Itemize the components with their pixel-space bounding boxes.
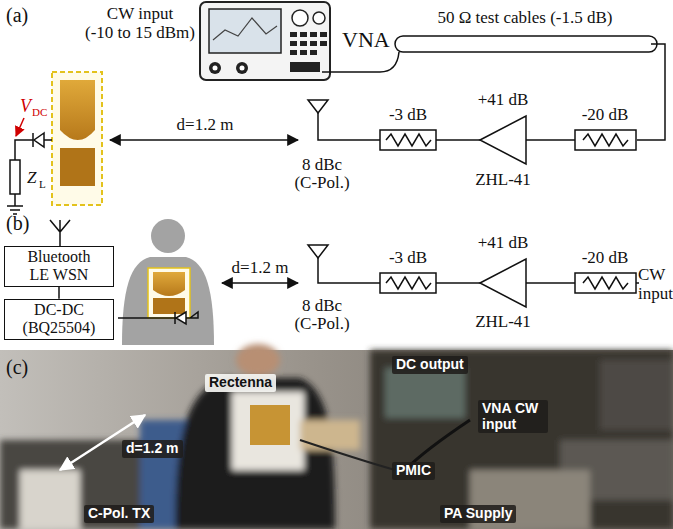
load-symbol: Z	[27, 168, 36, 187]
person-silhouette	[122, 219, 214, 345]
voltage-symbol: V	[20, 96, 31, 116]
rectenna-patch	[52, 72, 102, 205]
tx-chain	[308, 100, 636, 164]
input-label: CW input	[107, 4, 173, 23]
photo-callout: DC output	[392, 356, 468, 374]
amplifier-gain: +41 dB	[478, 90, 529, 109]
panel-letter: (b)	[6, 212, 29, 234]
attenuator-value: -20 dB	[582, 105, 629, 124]
lab-photo	[0, 344, 673, 529]
load-subscript: L	[39, 178, 46, 190]
photo-callout: PMIC	[392, 462, 435, 480]
attenuator-value: -20 dB	[582, 248, 629, 267]
distance-label: d=1.2 m	[177, 115, 234, 134]
distance-arrow	[222, 282, 298, 284]
panel-letter: (a)	[6, 4, 28, 26]
cable-label: 50 Ω test cables (-1.5 dB)	[437, 8, 612, 27]
tx-chain	[308, 245, 639, 307]
amplifier-model: ZHL-41	[475, 312, 531, 331]
voltage-subscript: DC	[32, 106, 47, 118]
instrument-name: VNA	[342, 28, 390, 53]
vdc-arrow	[16, 118, 24, 136]
connector-line	[58, 287, 60, 299]
panel-letter: (c)	[6, 356, 28, 378]
antenna-gain: 8 dBc	[302, 155, 342, 174]
box-text: DC-DC	[11, 301, 107, 319]
distance-label: d=1.2 m	[232, 258, 289, 277]
photo-callout: PA Supply	[440, 505, 516, 523]
input-label: CW input	[638, 265, 670, 303]
vna-instrument	[200, 2, 330, 80]
box-text: Bluetooth	[11, 248, 107, 266]
amplifier-gain: +41 dB	[478, 233, 529, 252]
photo-callout: C-Pol. TX	[84, 505, 154, 523]
antenna-gain: 8 dBc	[302, 296, 342, 315]
box-text: LE WSN	[11, 266, 107, 284]
distance-arrow	[110, 139, 298, 141]
attenuator-value: -3 dB	[389, 248, 427, 267]
amplifier-model: ZHL-41	[475, 170, 531, 189]
pmic-wiring	[118, 312, 198, 324]
photo-callout: VNA CW input	[478, 400, 548, 433]
photo-callout: Rectenna	[205, 374, 276, 392]
wsn-antenna	[50, 220, 70, 246]
process-box: BluetoothLE WSN	[4, 246, 114, 287]
polarization-label: (C-Pol.)	[294, 314, 349, 333]
input-range: (-10 to 15 dBm)	[85, 23, 195, 42]
attenuator-value: -3 dB	[389, 105, 427, 124]
process-box: DC-DC(BQ25504)	[4, 299, 114, 340]
box-text: (BQ25504)	[11, 319, 107, 337]
diode-load	[7, 133, 52, 214]
photo-callout: d=1.2 m	[122, 440, 183, 458]
polarization-label: (C-Pol.)	[294, 173, 349, 192]
